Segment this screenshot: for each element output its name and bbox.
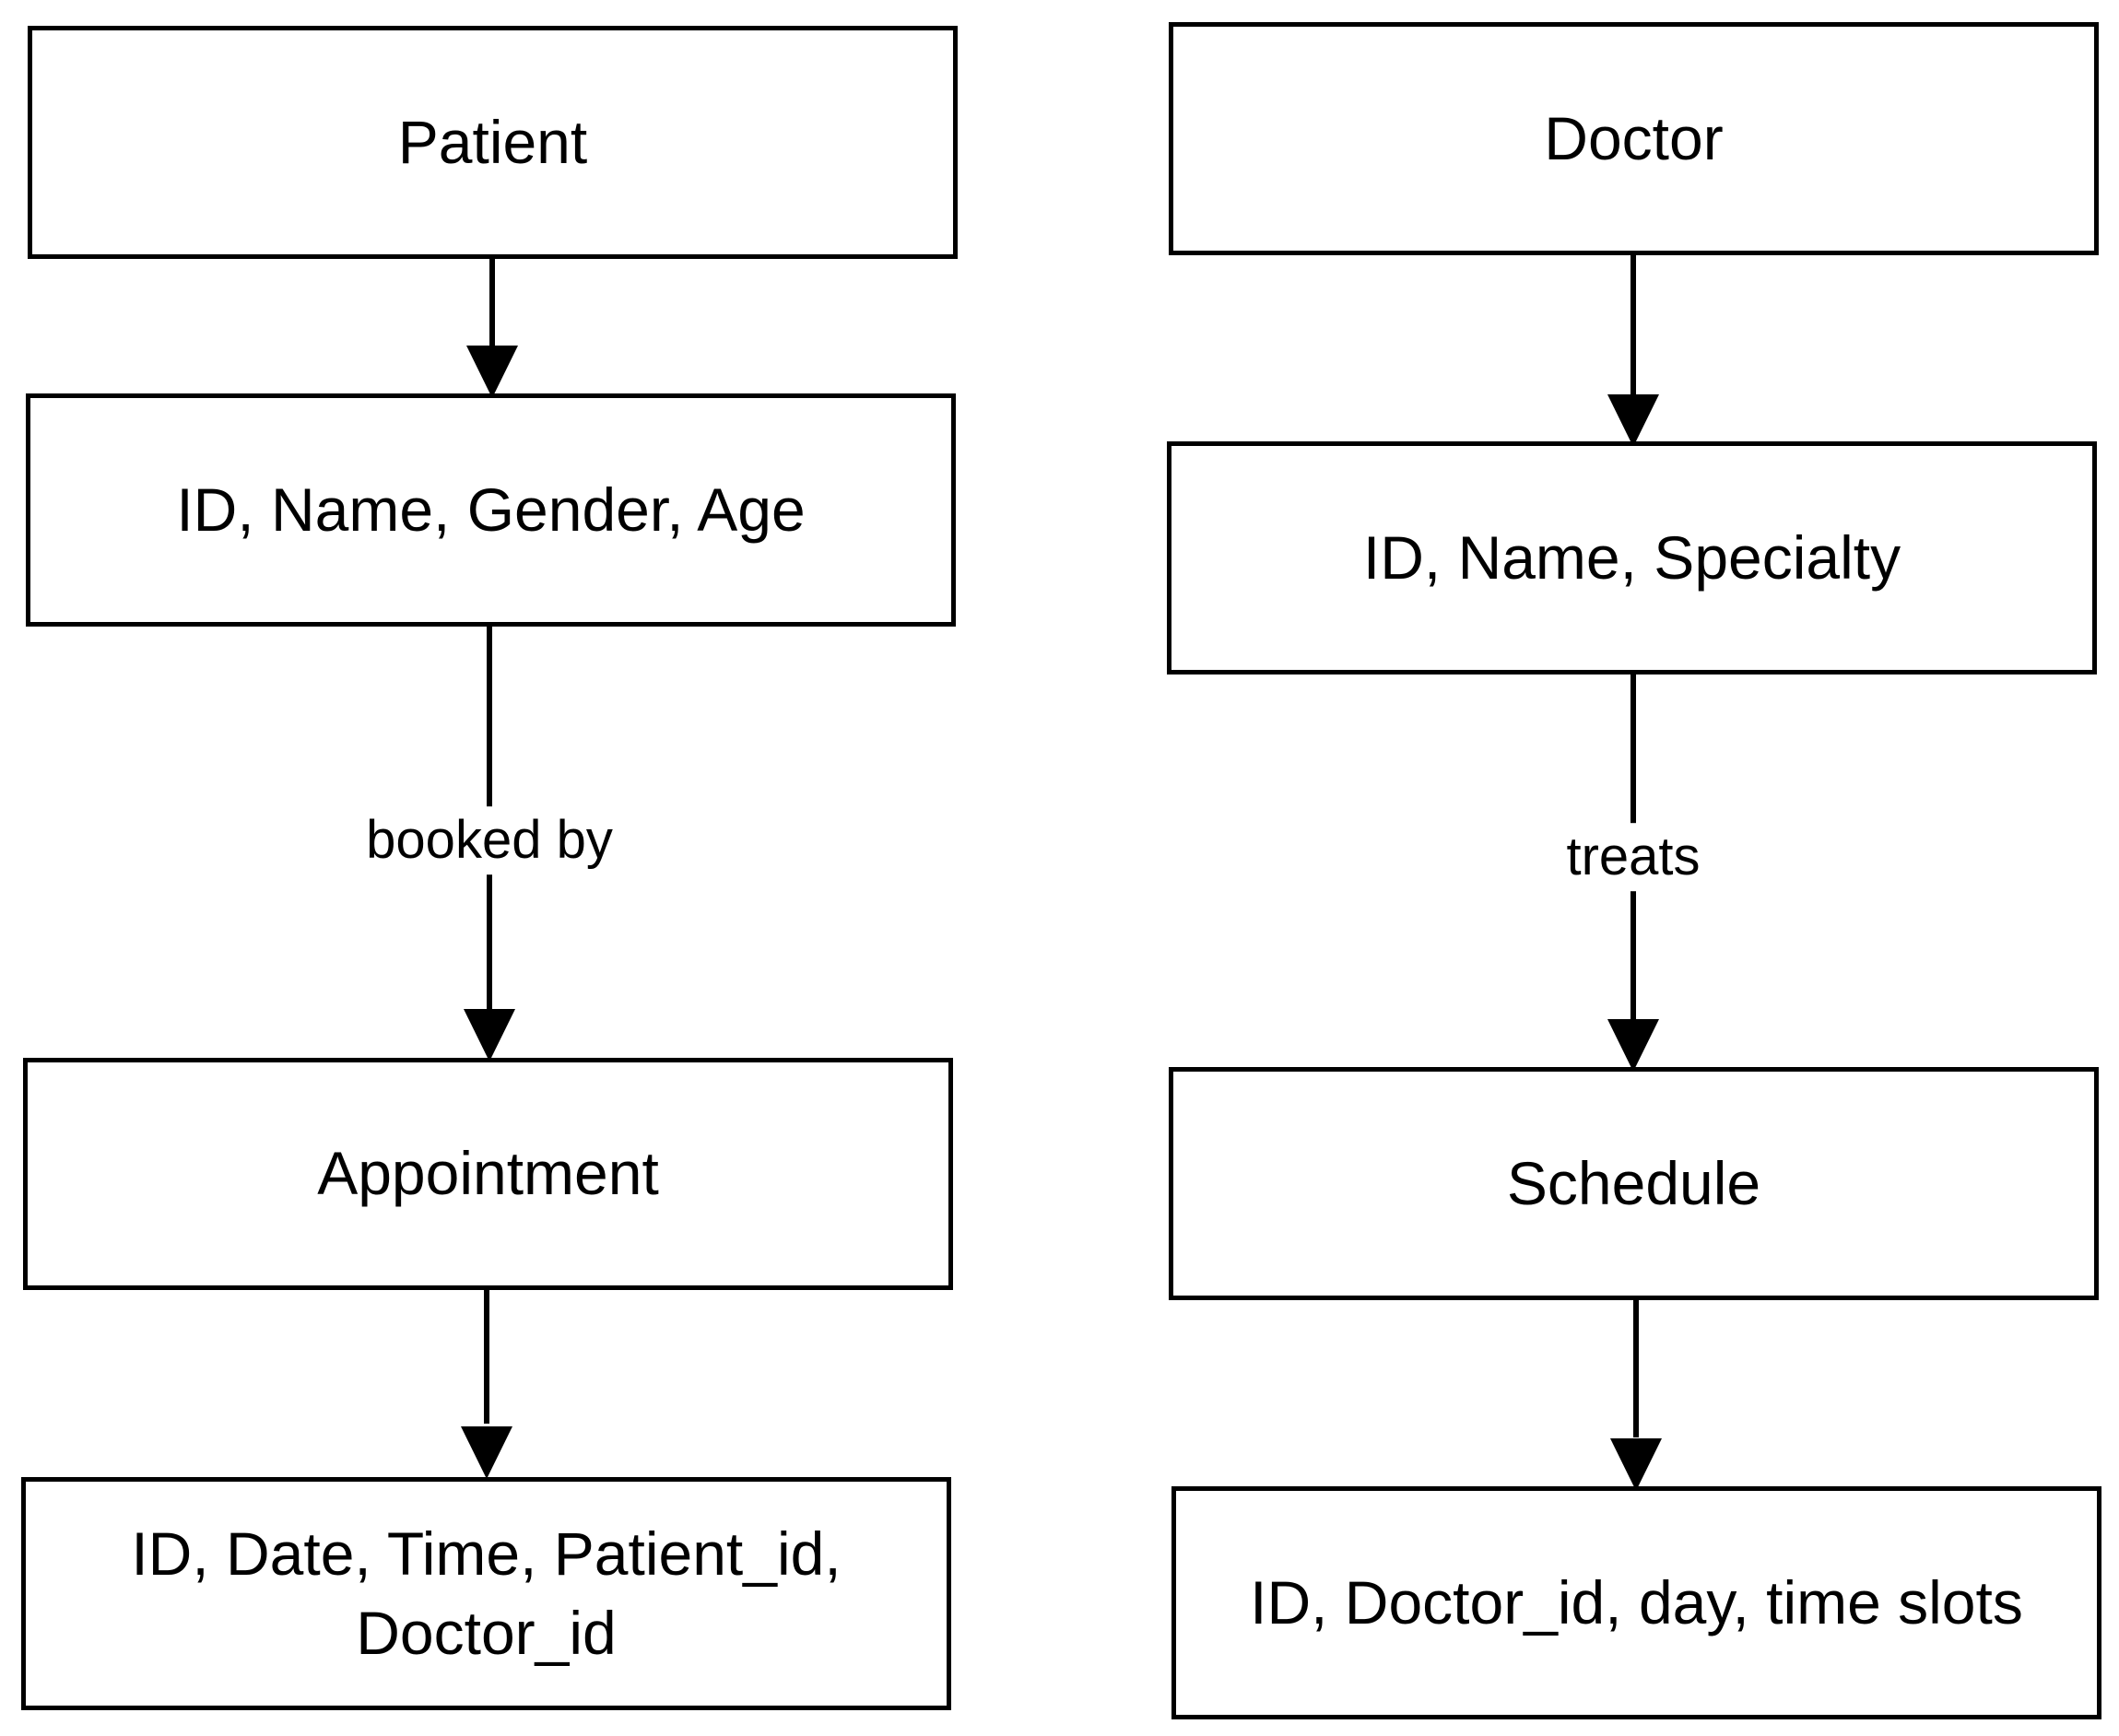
arrowhead-appointment-to-attributes: [461, 1426, 512, 1479]
doctor-entity-box: Doctor: [1169, 22, 2099, 255]
arrowhead-doctor-to-attributes: [1607, 394, 1659, 447]
arrowhead-doctor-attributes-to-schedule: [1607, 1019, 1659, 1072]
appointment-entity-box: Appointment: [23, 1058, 953, 1290]
doctor-attributes-box: ID, Name, Specialty: [1167, 441, 2097, 674]
arrowhead-patient-to-attributes: [466, 346, 518, 398]
doctor-entity-label: Doctor: [1544, 103, 1724, 172]
appointment-attributes-text: ID, Date, Time, Patient_id, Doctor_id: [131, 1515, 841, 1673]
arrowhead-patient-attributes-to-appointment: [464, 1009, 515, 1062]
treats-relation-label: treats: [1560, 823, 1706, 891]
schedule-attributes-label: ID, Doctor_id, day, time slots: [1250, 1567, 2023, 1636]
schedule-entity-box: Schedule: [1169, 1067, 2099, 1300]
appointment-attributes-box: ID, Date, Time, Patient_id, Doctor_id: [21, 1477, 951, 1710]
appointment-entity-label: Appointment: [317, 1139, 659, 1208]
booked-by-relation-label: booked by: [360, 806, 618, 874]
arrowhead-schedule-to-attributes: [1610, 1438, 1662, 1491]
doctor-attributes-label: ID, Name, Specialty: [1362, 522, 1901, 592]
patient-attributes-box: ID, Name, Gender, Age: [26, 393, 956, 627]
patient-attributes-label: ID, Name, Gender, Age: [176, 475, 806, 544]
schedule-attributes-box: ID, Doctor_id, day, time slots: [1171, 1486, 2101, 1719]
appointment-attributes-line-2: Doctor_id: [356, 1598, 617, 1667]
appointment-attributes-line-1: ID, Date, Time, Patient_id,: [131, 1519, 842, 1588]
patient-entity-box: Patient: [28, 26, 958, 259]
patient-entity-label: Patient: [397, 107, 588, 176]
schedule-entity-label: Schedule: [1506, 1148, 1761, 1217]
